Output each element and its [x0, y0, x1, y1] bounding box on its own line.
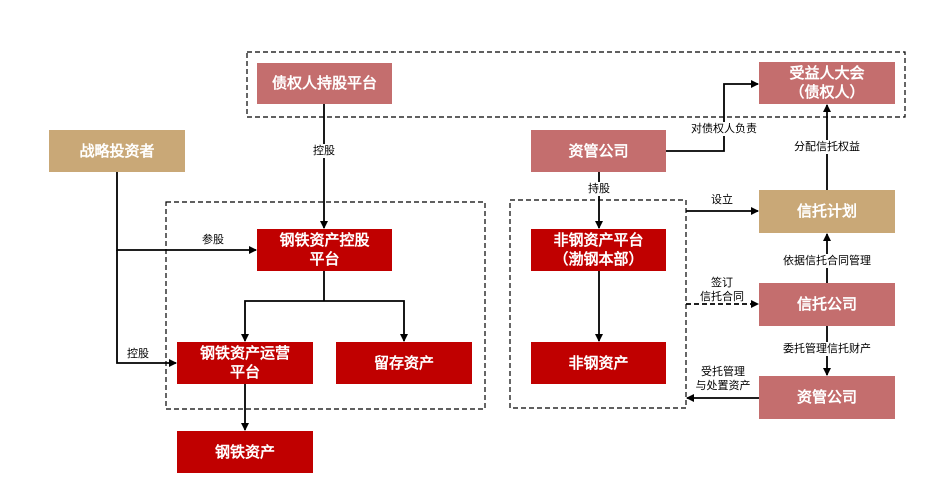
- label-assetmgmt-beneficiary: 对债权人负责: [684, 122, 764, 136]
- label-trustcompany-assetmgmt: 委托管理信托财产: [775, 342, 879, 356]
- node-steel-holding-platform: 钢铁资产控股 平台: [257, 229, 392, 271]
- label-group-trustcompany: 签订 信托合同: [700, 276, 744, 303]
- node-strategic-investor: 战略投资者: [49, 130, 185, 172]
- node-beneficiary-meeting: 受益人大会 （债权人）: [759, 62, 895, 104]
- node-nonsteel-assets: 非钢资产: [531, 342, 666, 384]
- edge-assetmgmt-beneficiary: [666, 80, 759, 152]
- edge-holding-retained: [324, 300, 408, 342]
- node-asset-mgmt-top: 资管公司: [531, 130, 666, 172]
- node-asset-mgmt-bottom: 资管公司: [759, 376, 895, 419]
- edge-investor-holding: [116, 172, 257, 254]
- edge-holding-operating: [241, 300, 324, 342]
- node-trust-company: 信托公司: [759, 283, 895, 326]
- label-trustplan-beneficiary: 分配信托权益: [787, 140, 867, 154]
- creditor-group-box: [246, 51, 906, 118]
- node-creditor-platform: 债权人持股平台: [257, 63, 392, 104]
- node-steel-assets: 钢铁资产: [177, 431, 313, 473]
- edge-investor-operating: [116, 250, 177, 367]
- label-investor-holding: 参股: [202, 233, 224, 246]
- label-creditor-holding: 控股: [308, 144, 340, 158]
- label-group-trustplan: 设立: [711, 193, 733, 206]
- label-assetmgmt-group: 受托管理 与处置资产: [695, 365, 751, 392]
- label-assetmgmt-nonsteel: 持股: [583, 182, 615, 196]
- label-investor-operating: 控股: [127, 347, 149, 360]
- steel-group-box: [165, 201, 486, 410]
- node-steel-operating-platform: 钢铁资产运营 平台: [177, 342, 313, 384]
- label-trustcompany-trustplan: 依据信托合同管理: [775, 254, 879, 268]
- node-trust-plan: 信托计划: [759, 190, 895, 233]
- node-retained-assets: 留存资产: [336, 342, 472, 384]
- node-nonsteel-platform: 非钢资产平台 （渤钢本部）: [531, 229, 666, 271]
